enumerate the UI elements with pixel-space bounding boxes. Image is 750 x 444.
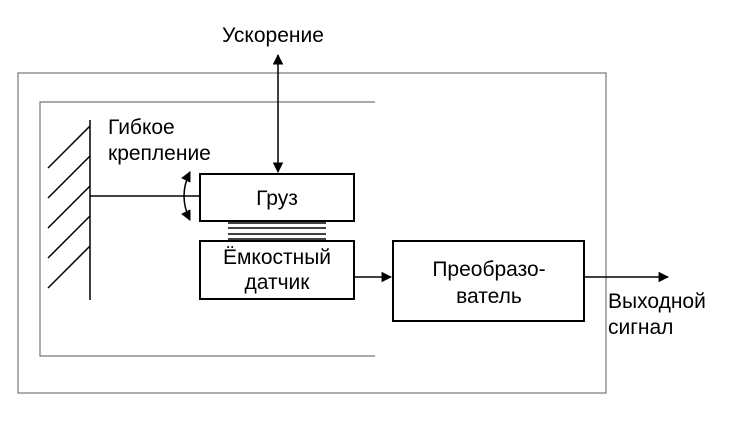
- acceleration-label: Ускорение: [222, 24, 324, 47]
- output-label-line1: Выходной: [608, 290, 706, 313]
- capacitive-sensor-block: Ёмкостный датчик: [199, 240, 355, 300]
- output-label-line2: сигнал: [608, 316, 673, 339]
- wall-hatching: [47, 125, 91, 289]
- capacitive-sensor-label-line1: Ёмкостный: [223, 246, 331, 269]
- converter-label-line1: Преобразо-: [432, 258, 545, 281]
- inner-enclosure: [39, 101, 375, 357]
- capacitive-sensor-label-line2: датчик: [245, 271, 311, 294]
- mass-block: Груз: [199, 173, 355, 222]
- capacitor-plates: [228, 222, 326, 240]
- converter-label-line2: ватель: [456, 285, 522, 308]
- mass-label: Груз: [256, 187, 298, 210]
- flexible-mount-label-line1: Гибкое: [108, 116, 175, 139]
- vibration-arrow: [181, 171, 191, 221]
- converter-block: Преобразо- ватель: [392, 240, 585, 322]
- outer-housing-frame: [17, 72, 607, 394]
- flexible-mount-label-line2: крепление: [108, 142, 211, 165]
